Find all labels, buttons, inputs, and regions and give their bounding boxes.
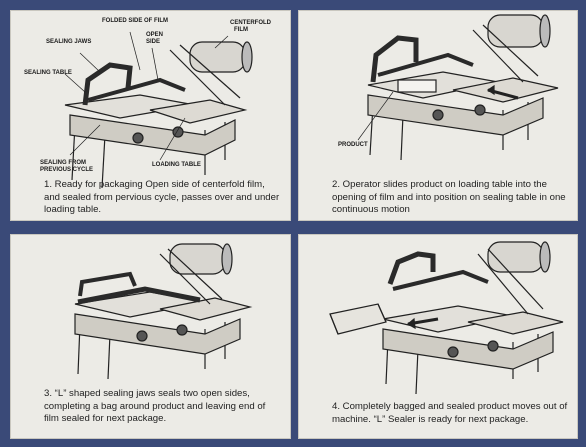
callout-centerfold-film-line1: CENTERFOLD bbox=[230, 20, 271, 26]
l-sealer-illustration-step-4 bbox=[329, 241, 564, 395]
callout-open-side-line1: OPEN bbox=[146, 32, 164, 38]
l-sealer-illustration-step-2 bbox=[357, 14, 559, 161]
callout-sealing-jaws: SEALING JAWS bbox=[46, 39, 92, 45]
step-2-panel: PRODUCT 2. Operator slides product on lo… bbox=[298, 10, 578, 221]
callout-loading-table: LOADING TABLE bbox=[152, 162, 201, 168]
step-3-caption: 3. “L” shaped sealing jaws seals two ope… bbox=[44, 388, 266, 424]
callout-sealing-from-previous-cycle-line1: SEALING FROM bbox=[40, 160, 86, 166]
step-1-panel: FOLDED SIDE OF FILM CENTERFOLD FILM SEAL… bbox=[10, 10, 291, 221]
step-4-caption: 4. Completely bagged and sealed product … bbox=[332, 401, 568, 425]
callout-sealing-table: SEALING TABLE bbox=[24, 70, 72, 76]
callout-folded-side-of-film: FOLDED SIDE OF FILM bbox=[102, 18, 168, 24]
step-3-panel: 3. “L” shaped sealing jaws seals two ope… bbox=[10, 234, 291, 439]
callout-open-side-line2: SIDE bbox=[146, 39, 161, 45]
l-sealer-illustration-step-3 bbox=[74, 243, 253, 380]
step-1-caption: 1. Ready for packaging Open side of cent… bbox=[44, 179, 280, 215]
callout-sealing-from-previous-cycle-line2: PREVIOUS CYCLE bbox=[40, 167, 94, 173]
step-4-panel: 4. Completely bagged and sealed product … bbox=[298, 234, 578, 439]
step-2-caption: 2. Operator slides product on loading ta… bbox=[332, 179, 566, 215]
callout-centerfold-film-line2: FILM bbox=[234, 27, 248, 33]
callout-product: PRODUCT bbox=[338, 142, 368, 148]
l-sealer-illustration-step-1 bbox=[64, 31, 253, 189]
